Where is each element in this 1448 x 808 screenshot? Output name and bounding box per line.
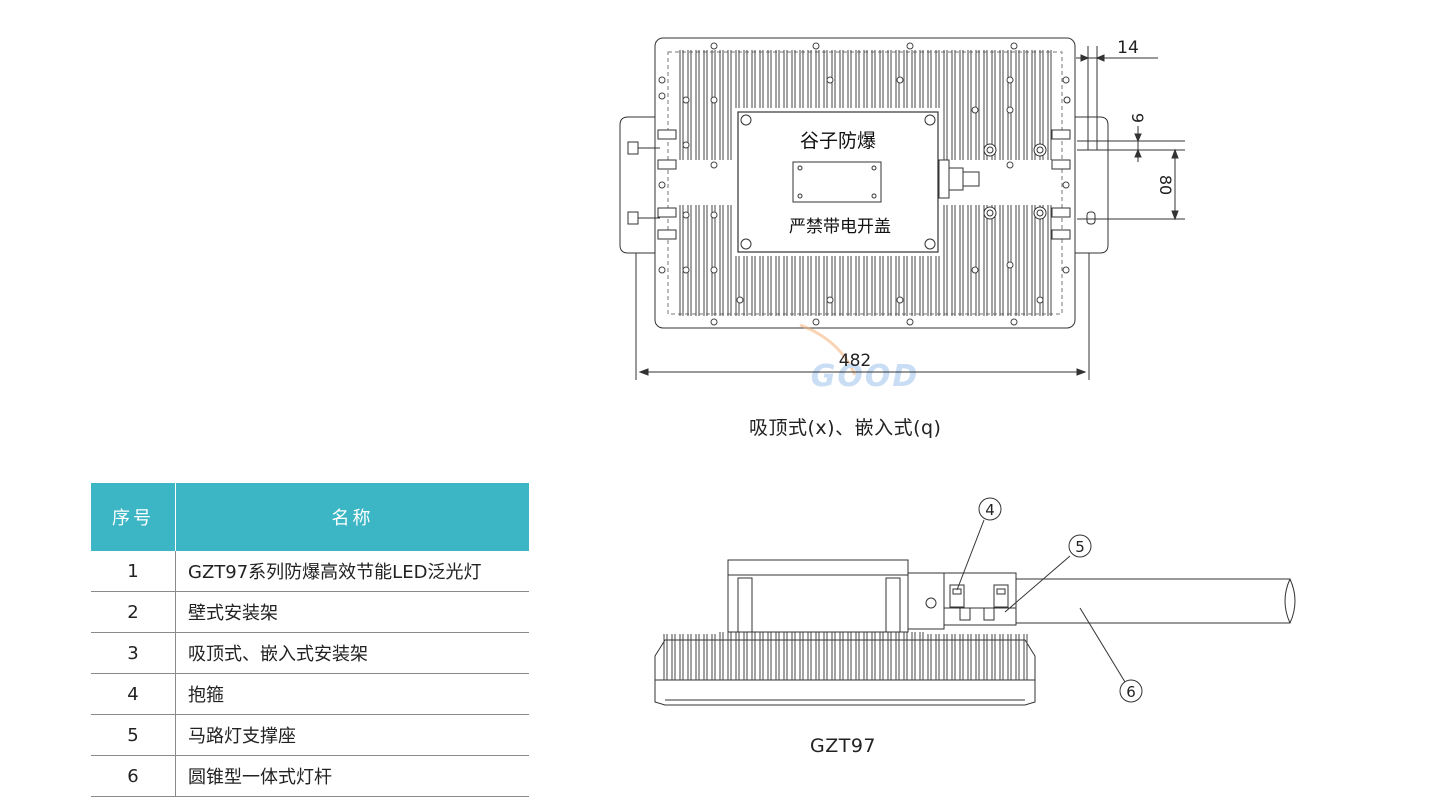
top-view-drawing: 谷子防爆 严禁带电开盖 GOOD: [619, 37, 1185, 394]
row-name: 吸顶式、嵌入式安装架: [175, 632, 529, 674]
lamp-base: [654, 639, 1036, 706]
screw-hole: [710, 318, 718, 326]
screw-hole: [1036, 296, 1044, 304]
screw-hole: [710, 211, 718, 219]
screw-hole: [658, 76, 666, 84]
top-view-caption: 吸顶式(x)、嵌入式(q): [749, 417, 942, 439]
screw-hole: [710, 266, 718, 274]
screw-hole: [1062, 181, 1070, 189]
screw-hole: [682, 211, 690, 219]
pole: [1009, 578, 1296, 624]
screw-hole: [1006, 161, 1014, 169]
watermark: GOOD: [799, 323, 920, 394]
screw-hole: [826, 296, 834, 304]
table-row: 5 马路灯支撑座: [91, 714, 529, 756]
dimension-14: 14: [1117, 38, 1139, 58]
callout-4: 4: [985, 501, 995, 519]
plate-warning: 严禁带电开盖: [789, 217, 891, 237]
screw-hole: [710, 42, 718, 50]
screw-hole: [896, 296, 904, 304]
screw-hole: [812, 42, 820, 50]
housing-outline: [654, 37, 1076, 329]
dimension-9: 9: [1128, 113, 1147, 123]
screw-hole: [736, 296, 744, 304]
screw-hole: [906, 42, 914, 50]
row-name: 圆锥型一体式灯杆: [175, 755, 529, 797]
row-no: 3: [91, 632, 176, 674]
driver-box: [727, 559, 909, 633]
row-no: 4: [91, 673, 176, 715]
table-row: 1 GZT97系列防爆高效节能LED泛光灯: [91, 551, 529, 592]
screw-hole: [896, 76, 904, 84]
screw-hole: [1010, 42, 1018, 50]
screw-hole: [826, 76, 834, 84]
screw-hole: [1006, 261, 1014, 269]
row-name: GZT97系列防爆高效节能LED泛光灯: [175, 551, 529, 592]
screw-hole: [658, 266, 666, 274]
side-view-caption: GZT97: [810, 735, 877, 757]
table-row: 4 抱箍: [91, 673, 529, 715]
screw-hole: [658, 92, 666, 100]
screw-hole: [682, 266, 690, 274]
screw-hole: [1006, 106, 1014, 114]
row-name: 抱箍: [175, 673, 529, 715]
header-name: 名称: [175, 483, 529, 551]
dimension-80: 80: [1156, 175, 1175, 195]
screw-hole: [1062, 266, 1070, 274]
row-name: 壁式安装架: [175, 591, 529, 633]
screw-hole: [1006, 76, 1014, 84]
row-no: 6: [91, 755, 176, 797]
cable-gland: [938, 159, 950, 199]
row-no: 2: [91, 591, 176, 633]
right-bracket: [1075, 116, 1109, 254]
inner-label-plate: [792, 161, 882, 203]
screw-hole: [658, 181, 666, 189]
dimension-width: 482: [839, 351, 871, 371]
screw-hole: [1062, 76, 1070, 84]
screw-hole: [971, 266, 979, 274]
screw-hole: [906, 318, 914, 326]
screw-hole: [682, 96, 690, 104]
row-name: 马路灯支撑座: [175, 714, 529, 756]
parts-table-header: 序号 名称: [91, 483, 529, 551]
left-bracket: [619, 116, 655, 254]
screw-hole: [710, 161, 718, 169]
callout-5: 5: [1075, 538, 1085, 556]
table-row: 2 壁式安装架: [91, 591, 529, 633]
callout-6: 6: [1126, 683, 1136, 701]
screw-hole: [682, 141, 690, 149]
screw-hole: [710, 96, 718, 104]
row-no: 1: [91, 551, 176, 592]
table-row: 3 吸顶式、嵌入式安装架: [91, 632, 529, 674]
plate-title: 谷子防爆: [800, 130, 876, 152]
screw-hole: [971, 106, 979, 114]
side-view-drawing: 4 5 6: [654, 497, 1296, 706]
parts-table: 序号 名称 1 GZT97系列防爆高效节能LED泛光灯 2 壁式安装架 3 吸顶…: [91, 483, 529, 797]
screw-hole: [812, 318, 820, 326]
row-no: 5: [91, 714, 176, 756]
header-no: 序号: [91, 483, 176, 551]
table-row: 6 圆锥型一体式灯杆: [91, 755, 529, 797]
screw-hole: [1010, 318, 1018, 326]
svg-text:GOOD: GOOD: [811, 359, 920, 394]
